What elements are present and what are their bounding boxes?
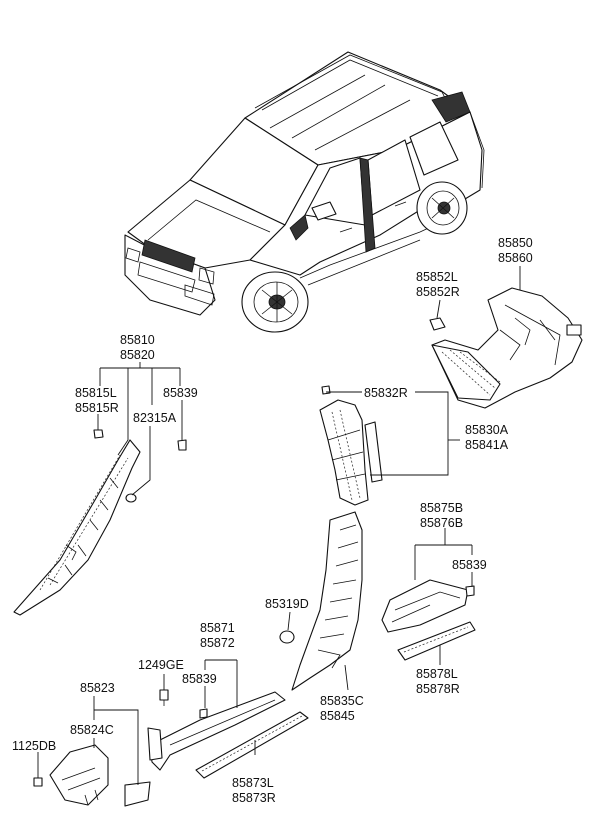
label-85878r: 85878R bbox=[416, 682, 460, 696]
screw-1249ge bbox=[159, 689, 169, 706]
front-sill-plate bbox=[195, 711, 309, 779]
label-85835c: 85835C bbox=[320, 694, 364, 708]
label-1249ge: 1249GE bbox=[138, 658, 184, 672]
label-85815r: 85815R bbox=[75, 401, 119, 415]
clip-85832r bbox=[321, 385, 331, 395]
clip-82315a bbox=[125, 493, 137, 503]
front-door-scuff-trim bbox=[147, 691, 286, 771]
label-85845: 85845 bbox=[320, 709, 355, 723]
label-85839-a: 85839 bbox=[163, 386, 198, 400]
label-85871: 85871 bbox=[200, 621, 235, 635]
label-85878l: 85878L bbox=[416, 667, 458, 681]
leader-lines bbox=[37, 266, 521, 785]
rear-sill-plate bbox=[397, 621, 476, 661]
label-85839-b: 85839 bbox=[452, 558, 487, 572]
label-85830a: 85830A bbox=[465, 423, 509, 437]
vehicle-illustration bbox=[124, 51, 485, 333]
label-85839-c: 85839 bbox=[182, 672, 217, 686]
luggage-side-trim bbox=[431, 287, 583, 409]
label-85823: 85823 bbox=[80, 681, 115, 695]
label-85872: 85872 bbox=[200, 636, 235, 650]
label-85876b: 85876B bbox=[420, 516, 463, 530]
label-82315a: 82315A bbox=[133, 411, 177, 425]
label-85850: 85850 bbox=[498, 236, 533, 250]
clip-85839a bbox=[177, 439, 187, 451]
label-85873l: 85873L bbox=[232, 776, 274, 790]
b-pillar-lower-trim bbox=[291, 511, 363, 691]
label-85815l: 85815L bbox=[75, 386, 117, 400]
rear-door-scuff-trim bbox=[381, 579, 469, 633]
label-85852l: 85852L bbox=[416, 270, 458, 284]
label-85820: 85820 bbox=[120, 348, 155, 362]
screw-1125db bbox=[33, 777, 43, 787]
label-85319d: 85319D bbox=[265, 597, 309, 611]
label-85824c: 85824C bbox=[70, 723, 114, 737]
label-1125db: 1125DB bbox=[12, 739, 56, 753]
clip-85852 bbox=[429, 317, 446, 331]
label-85873r: 85873R bbox=[232, 791, 276, 805]
label-85810: 85810 bbox=[120, 333, 155, 347]
grommet-85319d bbox=[279, 630, 295, 644]
a-pillar-trim bbox=[13, 439, 141, 616]
clip-85839b bbox=[465, 585, 475, 597]
label-85841a: 85841A bbox=[465, 438, 509, 452]
label-85875b: 85875B bbox=[420, 501, 463, 515]
part-labels: 85850 85860 85852L 85852R 85810 85820 85… bbox=[12, 236, 533, 805]
b-pillar-upper-trim bbox=[319, 399, 383, 506]
label-85860: 85860 bbox=[498, 251, 533, 265]
clip-85815 bbox=[93, 429, 104, 439]
cowl-side-trim bbox=[49, 744, 109, 806]
cowl-panel-85823 bbox=[124, 781, 151, 807]
label-85832r: 85832R bbox=[364, 386, 408, 400]
label-85852r: 85852R bbox=[416, 285, 460, 299]
clip-85839c bbox=[199, 708, 208, 719]
